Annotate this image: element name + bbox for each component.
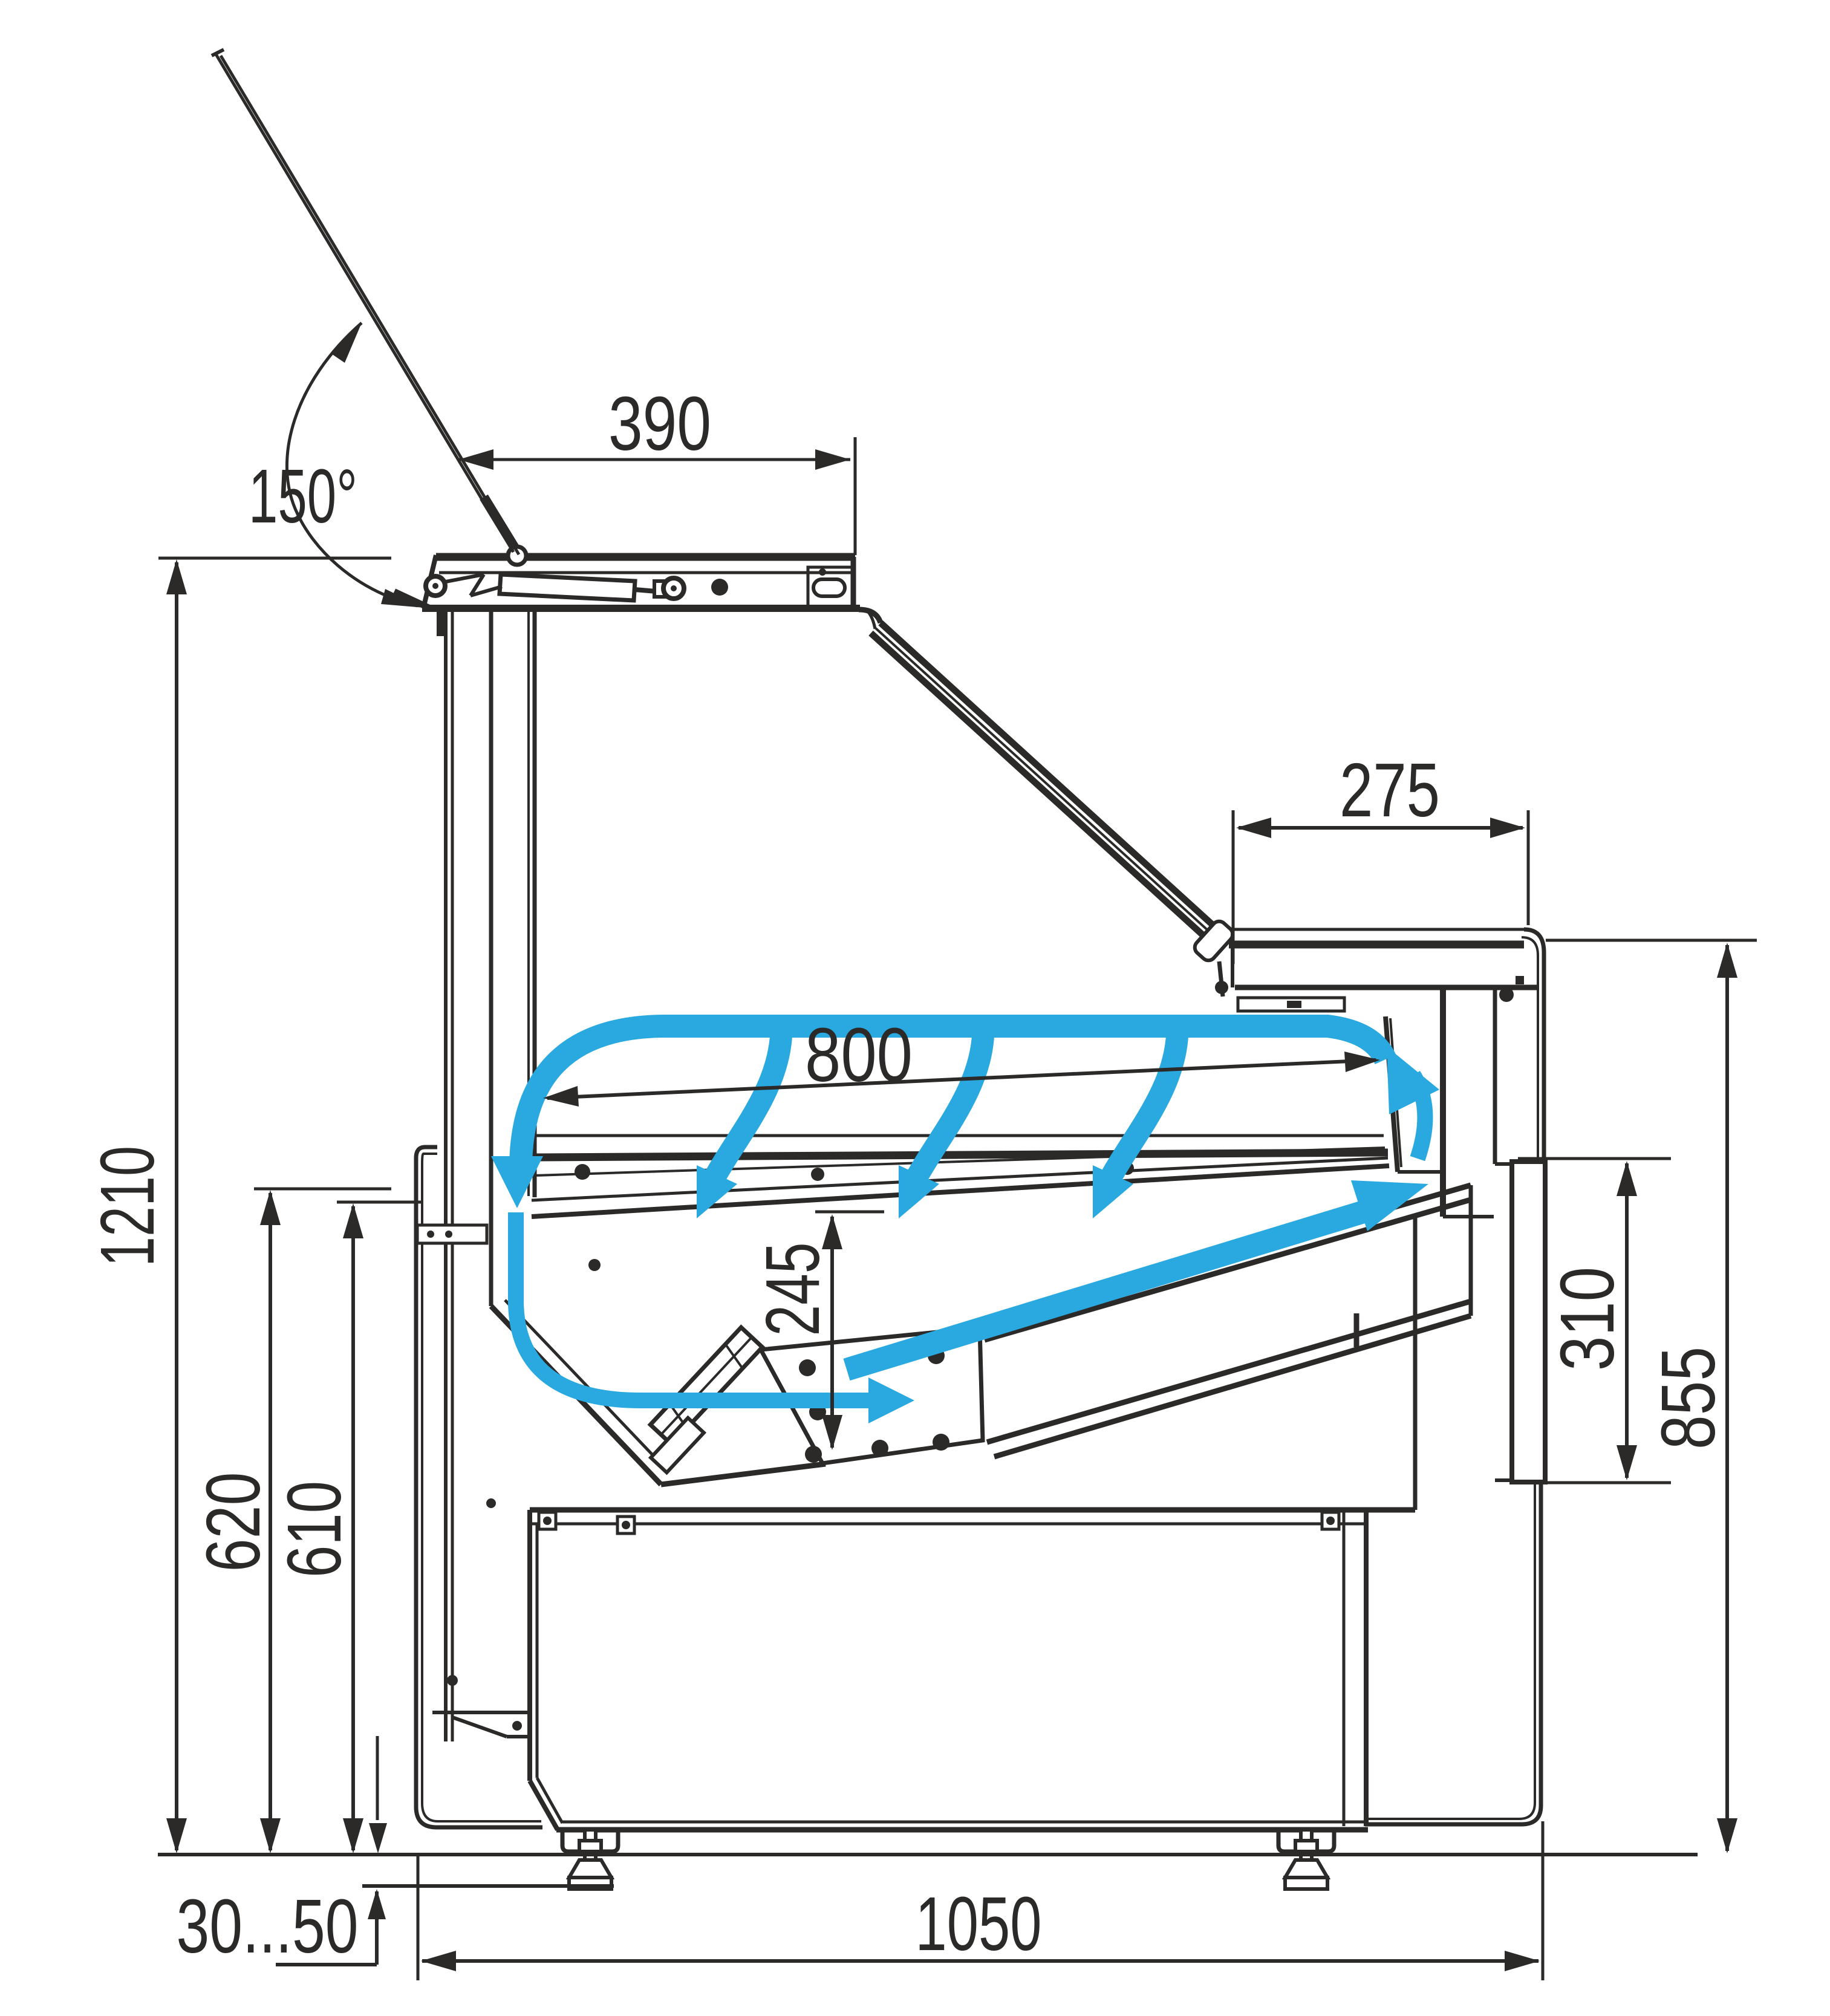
svg-text:310: 310 xyxy=(1545,1267,1630,1371)
svg-text:1050: 1050 xyxy=(916,1881,1042,1966)
svg-text:275: 275 xyxy=(1340,747,1440,833)
svg-text:1210: 1210 xyxy=(85,1146,170,1267)
svg-text:150°: 150° xyxy=(249,454,357,539)
svg-text:855: 855 xyxy=(1646,1347,1731,1449)
svg-text:800: 800 xyxy=(805,1012,913,1097)
svg-text:245: 245 xyxy=(750,1243,835,1336)
svg-text:620: 620 xyxy=(190,1472,276,1572)
svg-text:390: 390 xyxy=(608,381,711,466)
svg-text:30...50: 30...50 xyxy=(177,1884,359,1969)
svg-text:610: 610 xyxy=(272,1481,357,1578)
